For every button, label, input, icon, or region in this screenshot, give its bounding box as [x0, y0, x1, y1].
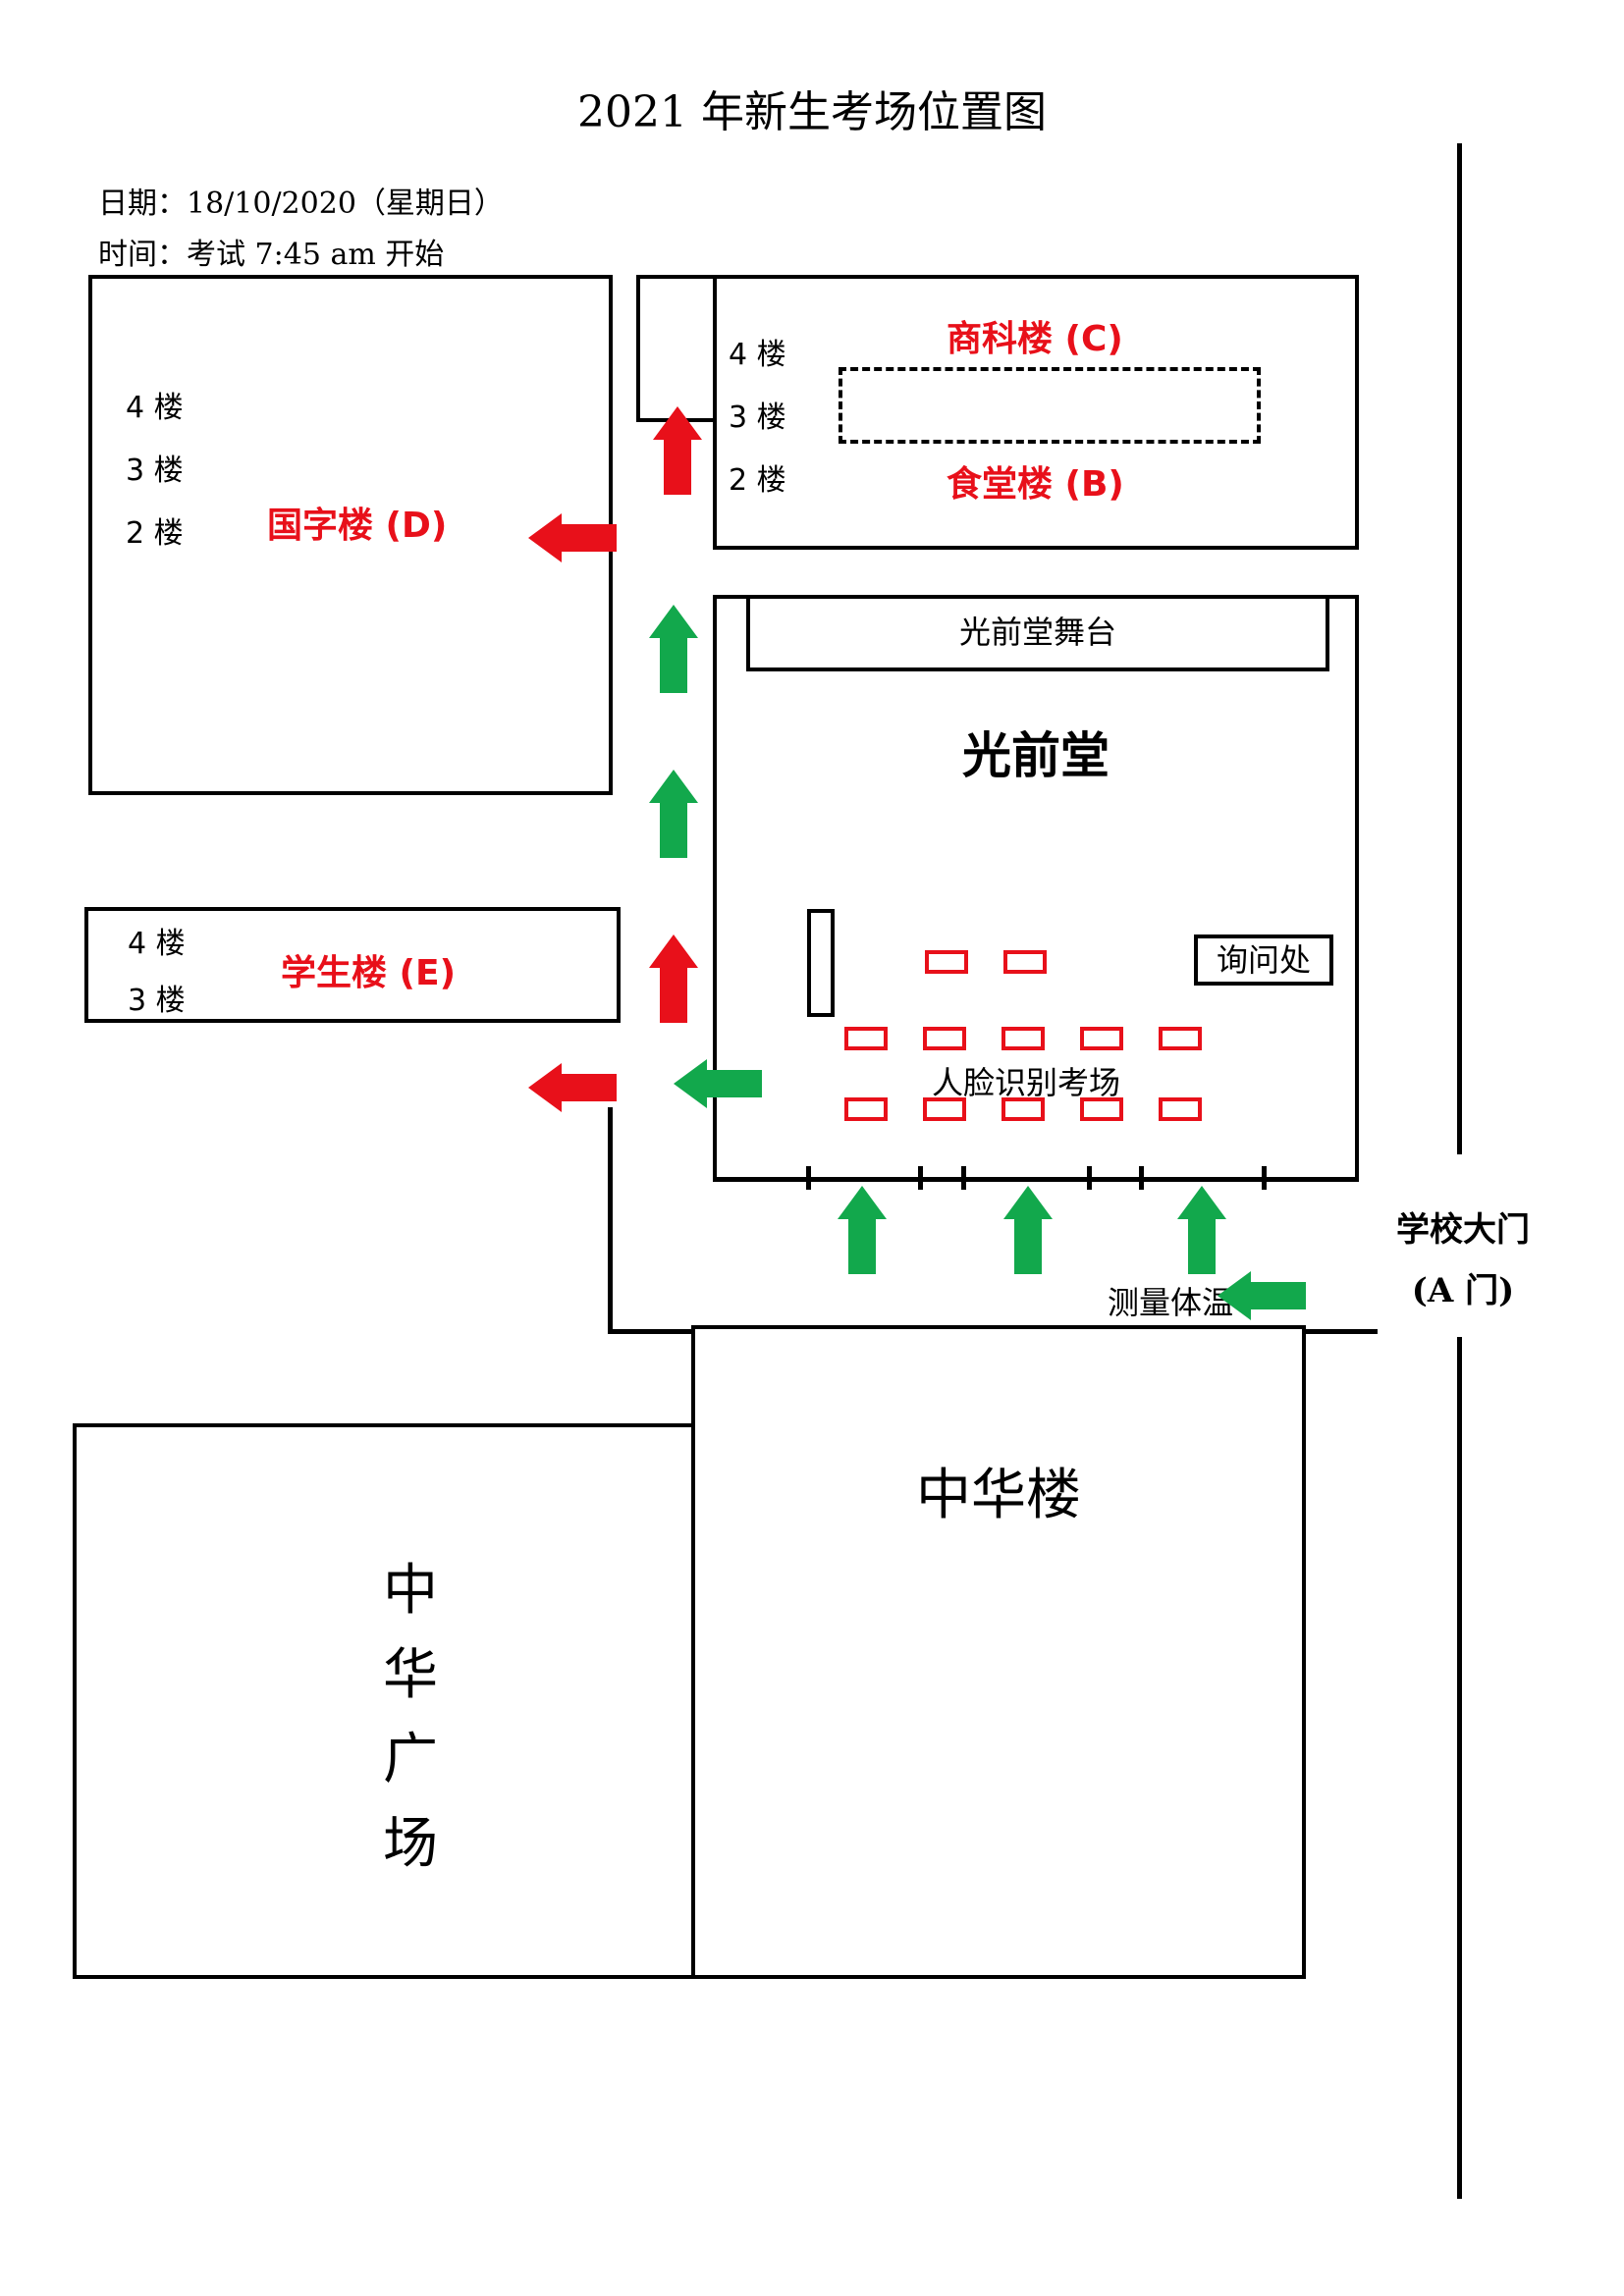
- time-line: 时间：考试 7:45 am 开始: [98, 238, 445, 272]
- floor-label: 3 楼: [126, 454, 184, 488]
- arrow-green-up: [838, 1186, 887, 1274]
- dashed-connector: [839, 367, 1261, 444]
- arrow-red-up: [649, 934, 698, 1023]
- building-name-shangke: 商科楼 (C): [947, 319, 1123, 359]
- tick: [961, 1166, 966, 1190]
- exam-desk: [1001, 1097, 1045, 1121]
- podium: [807, 909, 835, 1017]
- school-gate: 学校大门 (A 门): [1375, 1200, 1551, 1321]
- building-xuesheng: 4 楼 3 楼 学生楼 (E): [84, 907, 621, 1023]
- road-edge: [608, 1107, 613, 1333]
- building-name: 学生楼 (E): [281, 953, 457, 993]
- inquiry-label: 询问处: [1216, 941, 1311, 979]
- exam-desk: [844, 1027, 888, 1050]
- temperature-check-label: 测量体温: [1108, 1284, 1234, 1321]
- tick: [1262, 1166, 1267, 1190]
- boundary-wall: [1457, 143, 1462, 1154]
- floor-label: 2 楼: [126, 516, 184, 551]
- exam-desk: [1159, 1027, 1202, 1050]
- floor-label: 4 楼: [126, 391, 184, 425]
- arrow-green-up: [649, 770, 698, 858]
- arrow-red-left: [528, 1063, 617, 1112]
- building-zhonghua: 中华楼: [691, 1325, 1306, 1979]
- plaza-char: 华: [383, 1643, 438, 1707]
- exam-desk: [923, 1097, 966, 1121]
- building-name-shitang: 食堂楼 (B): [947, 464, 1124, 505]
- small-block: [636, 275, 717, 422]
- building-shangke-shitang: 4 楼 3 楼 2 楼 商科楼 (C) 食堂楼 (B): [713, 275, 1359, 550]
- plaza-char: 中: [383, 1559, 438, 1623]
- building-guozi: 4 楼 3 楼 2 楼 国字楼 (D): [88, 275, 613, 795]
- exam-desk: [1003, 950, 1047, 974]
- stage-label: 光前堂舞台: [958, 614, 1116, 651]
- floor-label: 3 楼: [729, 400, 786, 435]
- tick: [1087, 1166, 1092, 1190]
- exam-desk: [923, 1027, 966, 1050]
- building-name: 国字楼 (D): [267, 506, 448, 546]
- exam-desk: [925, 950, 968, 974]
- floor-label: 2 楼: [729, 463, 786, 498]
- exam-desk: [844, 1097, 888, 1121]
- map-title: 2021 年新生考场位置图: [577, 87, 1047, 137]
- floor-label: 4 楼: [729, 338, 786, 372]
- plaza-char: 广: [383, 1728, 438, 1791]
- plaza-char: 场: [383, 1812, 438, 1876]
- building-name: 中华楼: [916, 1464, 1081, 1527]
- exam-area-label: 人脸识别考场: [931, 1064, 1120, 1101]
- floor-label: 3 楼: [128, 984, 186, 1018]
- arrow-green-up: [1177, 1186, 1226, 1274]
- tick: [1139, 1166, 1144, 1190]
- zhonghua-plaza: 中 华 广 场: [73, 1423, 695, 1979]
- exam-desk: [1080, 1027, 1123, 1050]
- inquiry-desk: 询问处: [1194, 934, 1333, 986]
- tick: [918, 1166, 923, 1190]
- arrow-green-up: [649, 605, 698, 693]
- plaza-name: 中 华 广 场: [381, 1549, 440, 1887]
- floor-label: 4 楼: [128, 927, 186, 961]
- date-line: 日期：18/10/2020（星期日）: [98, 187, 504, 221]
- stage: 光前堂舞台: [746, 599, 1329, 671]
- exam-desk: [1001, 1027, 1045, 1050]
- exam-desk: [1080, 1097, 1123, 1121]
- boundary-wall: [1457, 1337, 1462, 2199]
- gate-name: 学校大门: [1396, 1210, 1530, 1250]
- tick: [806, 1166, 811, 1190]
- gate-sub: (A 门): [1411, 1271, 1515, 1310]
- arrow-green-up: [1003, 1186, 1053, 1274]
- building-guangqian: 光前堂舞台 光前堂 询问处 人脸识别考场: [713, 595, 1359, 1182]
- hall-name: 光前堂: [962, 727, 1110, 784]
- exam-desk: [1159, 1097, 1202, 1121]
